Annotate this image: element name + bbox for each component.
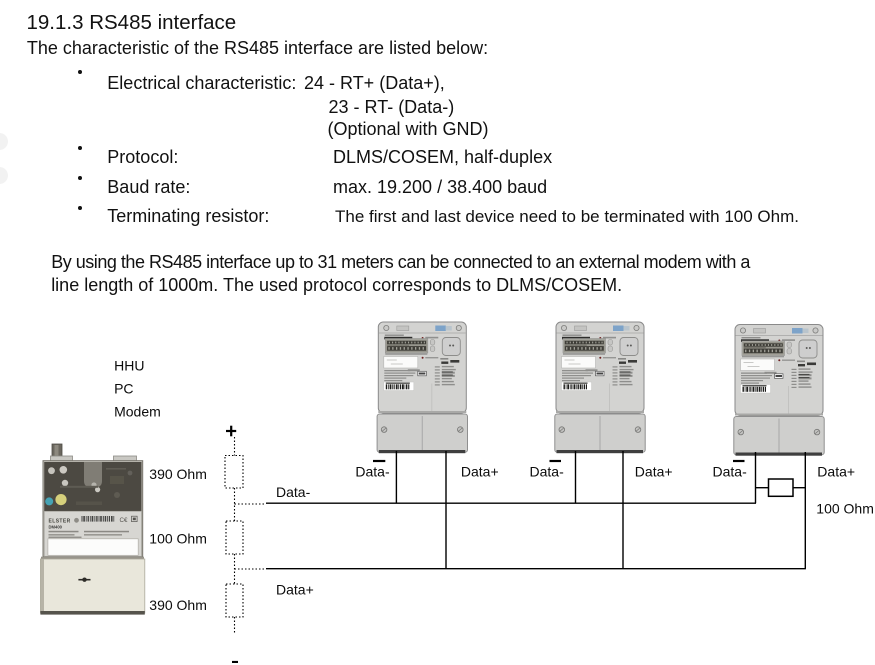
svg-text:100 Ohm: 100 Ohm (149, 531, 207, 547)
svg-text:Data+: Data+ (817, 463, 855, 479)
svg-text:Data-: Data- (530, 463, 565, 479)
svg-text:Data+: Data+ (635, 463, 673, 479)
svg-text:HHU: HHU (114, 358, 144, 374)
svg-text:Data-: Data- (355, 463, 390, 479)
svg-text:Modem: Modem (114, 404, 161, 420)
svg-text:390 Ohm: 390 Ohm (149, 597, 207, 613)
svg-text:Data+: Data+ (461, 463, 499, 479)
svg-text:Data-: Data- (276, 484, 311, 500)
svg-text:390 Ohm: 390 Ohm (149, 466, 207, 482)
svg-text:Data+: Data+ (276, 582, 314, 598)
svg-text:100 Ohm: 100 Ohm (816, 500, 874, 516)
svg-text:Data-: Data- (713, 463, 748, 479)
svg-text:PC: PC (114, 381, 133, 397)
